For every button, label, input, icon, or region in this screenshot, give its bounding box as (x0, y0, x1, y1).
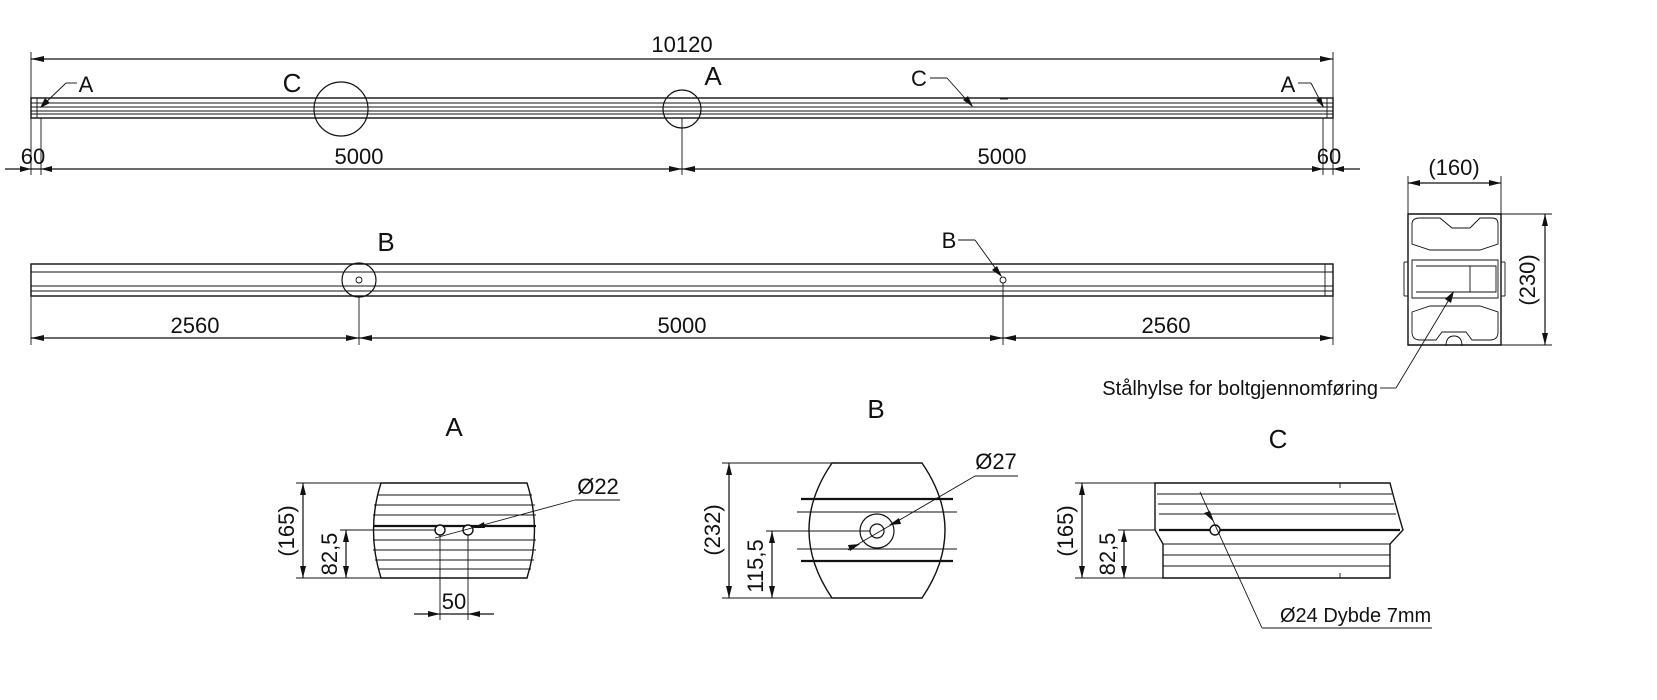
section-height-label: (230) (1515, 254, 1540, 305)
total-length-label: 10120 (651, 32, 712, 57)
detail-c-center-height-label: 82,5 (1095, 533, 1120, 576)
detail-a-center-height-label: 82,5 (317, 533, 342, 576)
detail-c-circle (313, 81, 369, 137)
marker-b-circle-label: B (377, 227, 394, 257)
detail-b-title: B (867, 394, 884, 424)
side-center-segment-label: 5000 (658, 313, 707, 338)
sleeve-note-label: Stålhylse for boltgjennomføring (1102, 378, 1378, 400)
detail-a-profile (372, 482, 536, 579)
side-right-segment-label: 2560 (1142, 313, 1191, 338)
section-width-label: (160) (1428, 155, 1479, 180)
left-end-label: 60 (21, 144, 45, 169)
detail-b-profile (808, 462, 946, 599)
marker-a-right: A (1281, 72, 1296, 97)
detail-a: A (165) 82,5 50 Ø22 (274, 412, 620, 620)
right-end-label: 60 (1317, 144, 1341, 169)
marker-a-left: A (79, 72, 94, 97)
side-view: B B 2560 5000 2560 (30, 227, 1334, 345)
top-bar-body (30, 97, 1334, 119)
detail-a-spacing-label: 50 (442, 589, 466, 614)
section-view: (160) (230) Stålhylse for boltgjennomfør… (1102, 155, 1552, 400)
detail-b-height-label: (232) (700, 504, 725, 555)
detail-c-title: C (1269, 424, 1288, 454)
detail-a-height-label: (165) (274, 505, 299, 556)
detail-c-height-label: (165) (1053, 505, 1078, 556)
detail-c-hole-note: Ø24 Dybde 7mm (1280, 605, 1431, 627)
marker-c-leader-label: C (911, 66, 927, 91)
detail-a-hole-left (434, 524, 446, 536)
top-view: 10120 A C A C A (5, 32, 1360, 175)
left-segment-label: 5000 (335, 144, 384, 169)
detail-a-diameter-label: Ø22 (577, 474, 619, 499)
side-left-segment-label: 2560 (171, 313, 220, 338)
detail-c: C (165) 82,5 Ø24 Dybde 7mm (1053, 424, 1432, 629)
detail-b-diameter-label: Ø27 (975, 449, 1017, 474)
detail-b: B (232) 115,5 Ø27 (700, 394, 1018, 599)
detail-a-title: A (445, 412, 463, 442)
marker-b-leader-label: B (942, 228, 957, 253)
marker-c-circle-label: C (283, 68, 302, 98)
right-segment-label: 5000 (978, 144, 1027, 169)
detail-b-center-height-label: 115,5 (743, 539, 768, 592)
marker-a-center-label: A (704, 61, 722, 91)
section-profile (1407, 213, 1502, 346)
